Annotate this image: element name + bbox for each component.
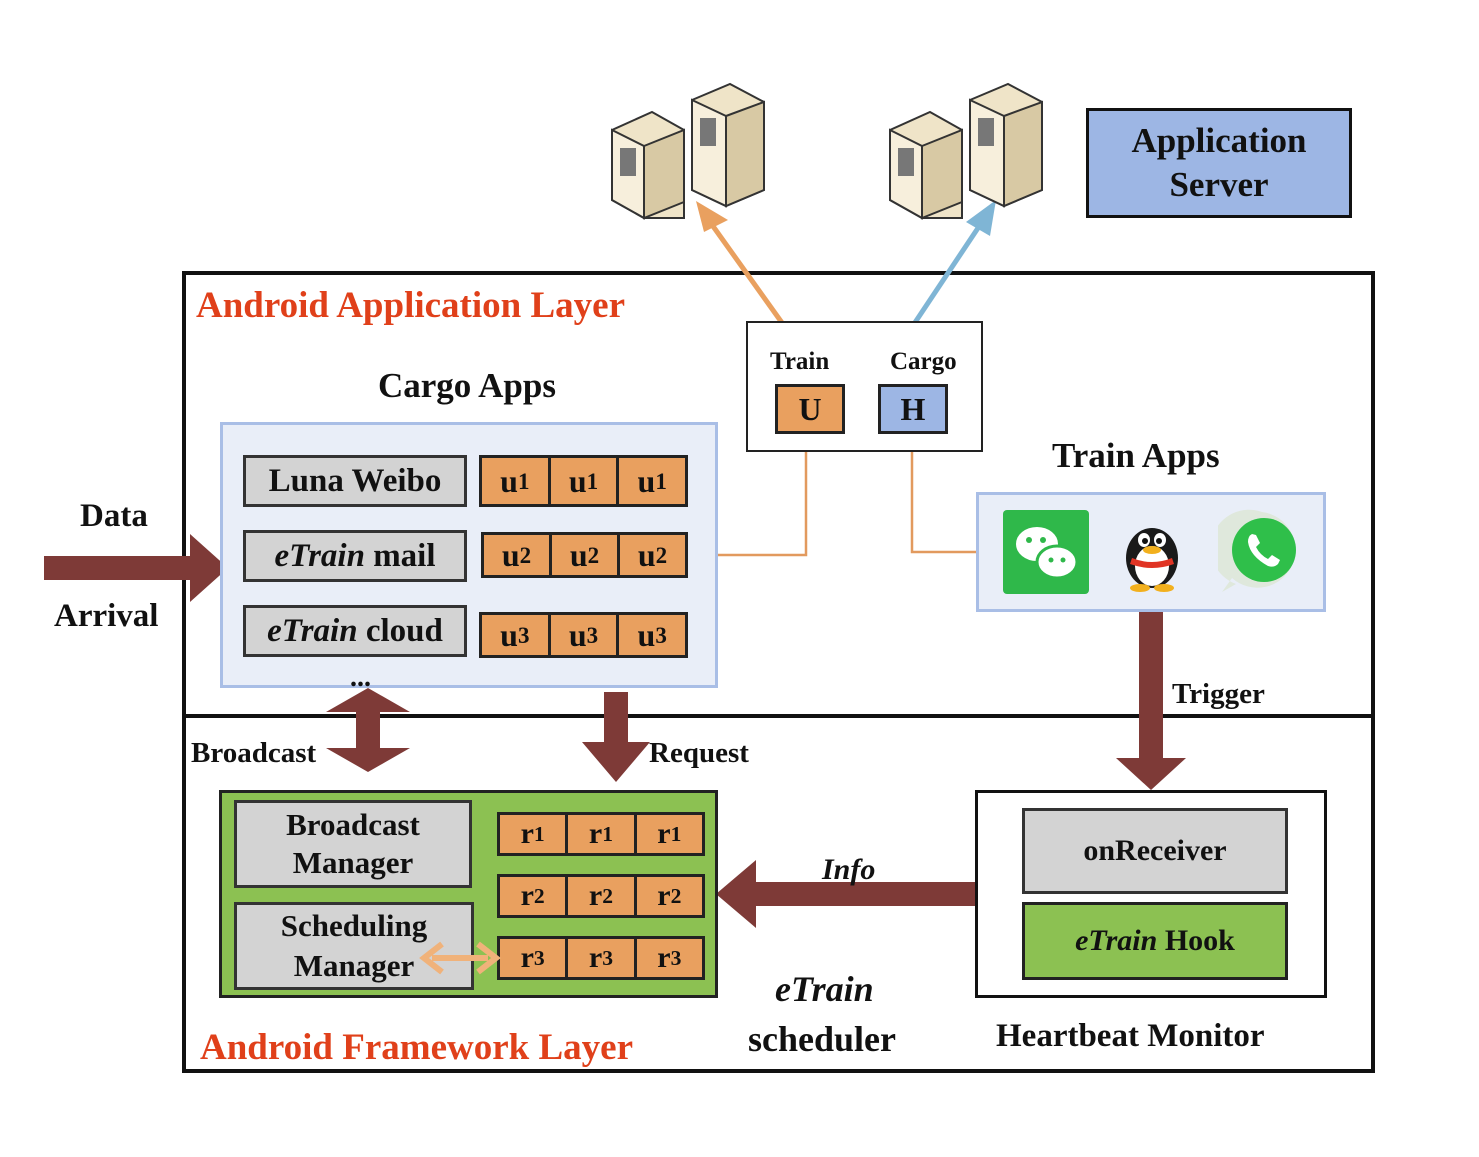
train-apps-title: Train Apps: [1052, 436, 1220, 475]
scheduling-queue-double-arrow: [419, 941, 501, 975]
application-server-legend: Application Server: [1086, 108, 1352, 218]
server-cluster-right-icon: [889, 82, 1043, 220]
cargo-app-luna-weibo: Luna Weibo: [243, 455, 467, 507]
application-server-line1: Application: [1131, 121, 1307, 160]
cargo-packet-h: H: [878, 384, 948, 434]
cargo-app-label-italic: eTrain: [274, 537, 365, 574]
scheduling-manager-line1: Scheduling: [280, 908, 428, 943]
info-label: Info: [822, 853, 876, 886]
broadcast-manager-line1: Broadcast: [286, 807, 420, 842]
scheduler-line2: scheduler: [748, 1019, 896, 1059]
server-cluster-left-icon: [611, 82, 765, 220]
cargo-app-label: cloud: [357, 612, 443, 649]
cargo-app-etrain-mail: eTrain mail: [243, 530, 467, 582]
cargo-apps-title: Cargo Apps: [378, 366, 556, 405]
wechat-icon: [1003, 510, 1089, 594]
data-arrival-arrow: [44, 534, 228, 602]
arrival-label: Arrival: [54, 598, 159, 634]
cargo-packet-letter: H: [900, 390, 926, 427]
framework-layer-title: Android Framework Layer: [200, 1027, 633, 1068]
cargo-app-label: Luna Weibo: [268, 462, 442, 499]
cargo-app-label: mail: [364, 537, 436, 574]
train-label: Train: [770, 348, 830, 375]
on-receiver-box: onReceiver: [1022, 808, 1288, 894]
etrain-hook-italic: eTrain: [1075, 924, 1158, 957]
on-receiver-label: onReceiver: [1083, 834, 1227, 867]
etrain-hook-box: eTrain Hook: [1022, 902, 1288, 980]
cargo-ellipsis: ...: [350, 662, 371, 693]
scheduling-manager-line2: Manager: [293, 948, 415, 983]
etrain-hook-label: Hook: [1157, 924, 1235, 957]
trainapps-to-cargo-connector: [906, 436, 976, 554]
whatsapp-icon: [1218, 509, 1296, 592]
scheduler-line1: eTrain: [775, 969, 874, 1009]
app-layer-title: Android Application Layer: [196, 285, 626, 326]
heartbeat-monitor-title: Heartbeat Monitor: [996, 1018, 1265, 1054]
cargo-app-etrain-cloud: eTrain cloud: [243, 605, 467, 657]
blue-upload-arrow: [909, 200, 996, 329]
broadcast-manager-line2: Manager: [292, 845, 414, 880]
info-arrow: [716, 860, 976, 928]
cargo-label: Cargo: [890, 348, 957, 375]
broadcast-manager: Broadcast Manager: [234, 800, 472, 888]
trigger-arrow: [1116, 612, 1186, 790]
application-server-line2: Server: [1169, 165, 1269, 204]
trigger-label: Trigger: [1172, 678, 1265, 710]
orange-upload-arrow: [696, 201, 788, 329]
outer-frame: [182, 271, 1375, 1073]
data-label: Data: [80, 498, 148, 534]
cargo-to-train-connector: [718, 436, 812, 557]
broadcast-double-arrow: [326, 688, 410, 772]
request-arrow: [582, 692, 650, 782]
train-packet-u: U: [775, 384, 845, 434]
request-label: Request: [649, 737, 749, 769]
qq-penguin-icon: [1126, 528, 1178, 592]
scheduling-manager: Scheduling Manager: [234, 902, 474, 990]
train-packet-letter: U: [798, 390, 822, 427]
broadcast-label: Broadcast: [191, 737, 317, 769]
cargo-app-label-italic: eTrain: [267, 612, 358, 649]
